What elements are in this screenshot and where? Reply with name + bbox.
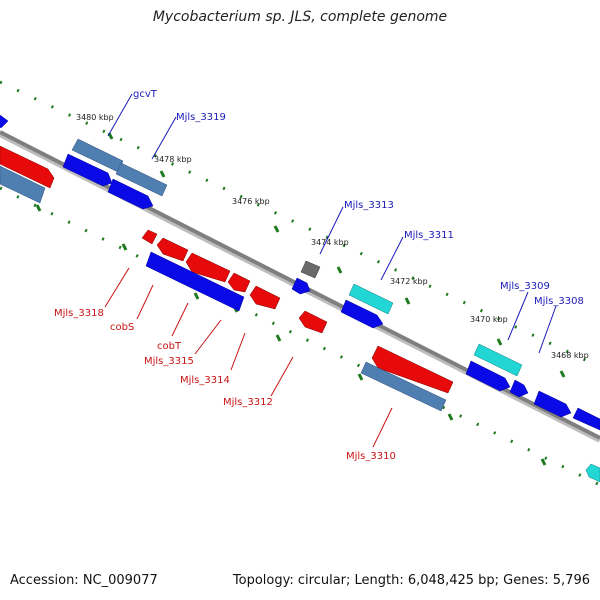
major-tick (540, 458, 547, 466)
gene-label[interactable]: cobS (110, 322, 134, 333)
genome-summary: Topology: circular; Length: 6,048,425 bp… (232, 573, 590, 588)
gene-arrow[interactable] (141, 229, 158, 245)
major-tick (447, 413, 454, 421)
gene-label[interactable]: cobT (157, 341, 182, 352)
gene-label[interactable]: Mjls_3312 (223, 397, 273, 408)
gene-arrow[interactable] (340, 299, 384, 329)
leader-line (104, 267, 130, 308)
gene-arrow[interactable] (572, 407, 600, 431)
gene-arrow[interactable] (185, 252, 231, 283)
leader-line (171, 302, 189, 337)
leader-line (151, 116, 177, 160)
gene-labels-reverse: Mjls_3318 cobS cobT Mjls_3315 Mjls_3314 … (54, 308, 396, 462)
gene-arrow[interactable] (371, 345, 454, 394)
gene-label[interactable]: Mjls_3318 (54, 308, 104, 319)
gene-label[interactable]: Mjls_3319 (176, 112, 226, 123)
gene-label[interactable]: Mjls_3313 (344, 200, 394, 211)
gene-arrow[interactable] (348, 283, 394, 315)
gene-arrow[interactable] (291, 277, 311, 295)
gene-arrow[interactable] (300, 260, 321, 279)
major-tick (159, 170, 166, 178)
leader-lines-reverse (104, 267, 393, 448)
gene-arrow[interactable] (0, 165, 46, 204)
ruler-labels: 3480 kbp 3478 kbp 3476 kbp 3474 kbp 3472… (76, 113, 589, 360)
leader-line (319, 206, 344, 255)
gene-label[interactable]: Mjls_3309 (500, 281, 550, 292)
gene-label[interactable]: gcvT (133, 89, 158, 100)
leader-line (194, 319, 222, 355)
gene-label[interactable]: Mjls_3314 (180, 375, 230, 386)
leader-lines-forward (107, 93, 557, 354)
genome-title: Mycobacterium sp. JLS, complete genome (152, 9, 448, 25)
ruler-label: 3470 kbp (470, 315, 508, 324)
accession-label: Accession: NC_009077 (10, 573, 158, 588)
gene-arrow[interactable] (107, 178, 154, 210)
leader-line (380, 236, 404, 281)
gene-label[interactable]: Mjls_3310 (346, 451, 396, 462)
upper-tick-line (0, 80, 600, 369)
gene-label[interactable]: Mjls_3315 (144, 356, 194, 367)
ruler-label: 3480 kbp (76, 113, 114, 122)
major-tick (404, 297, 411, 305)
leader-line (107, 93, 133, 137)
forward-strand-genes (0, 114, 600, 431)
ruler-label: 3478 kbp (154, 155, 192, 164)
major-ticks-lower (35, 204, 547, 466)
gene-arrow[interactable] (249, 285, 281, 310)
gene-arrow[interactable] (62, 153, 113, 187)
major-tick (193, 292, 200, 300)
gene-arrow[interactable] (465, 360, 511, 392)
gene-arrow[interactable] (145, 251, 245, 312)
major-tick (273, 225, 280, 233)
major-tick (357, 373, 364, 381)
ruler-label: 3472 kbp (390, 277, 428, 286)
leader-line (538, 305, 557, 354)
major-ticks-upper (107, 132, 566, 378)
gene-label[interactable]: Mjls_3308 (534, 296, 584, 307)
gene-arrow[interactable] (156, 237, 189, 262)
gene-arrow[interactable] (115, 162, 168, 197)
gene-arrow[interactable] (473, 343, 523, 377)
gene-arrow[interactable] (533, 390, 572, 418)
gene-arrow[interactable] (227, 272, 251, 293)
leader-line (136, 284, 154, 320)
major-tick (275, 334, 282, 342)
gene-arrow[interactable] (585, 463, 600, 483)
leader-line (270, 356, 294, 397)
major-tick (496, 338, 503, 346)
leader-line (372, 407, 393, 448)
major-tick (35, 204, 42, 212)
gene-label[interactable]: Mjls_3311 (404, 230, 454, 241)
gene-arrow[interactable] (0, 145, 55, 189)
leader-line (507, 291, 529, 341)
major-tick (336, 266, 343, 274)
major-tick (559, 370, 566, 378)
gene-arrow[interactable] (509, 379, 529, 398)
leader-line (230, 332, 246, 371)
reverse-strand-genes (0, 145, 600, 483)
ruler-label: 3468 kbp (551, 351, 589, 360)
gene-labels-forward: gcvT Mjls_3319 Mjls_3313 Mjls_3311 Mjls_… (133, 89, 584, 307)
ruler-label: 3474 kbp (311, 238, 349, 247)
ruler-label: 3476 kbp (232, 197, 270, 206)
gene-arrow[interactable] (0, 114, 9, 129)
major-tick (121, 243, 128, 251)
gene-arrow[interactable] (298, 310, 328, 334)
gene-arrow[interactable] (360, 361, 447, 412)
